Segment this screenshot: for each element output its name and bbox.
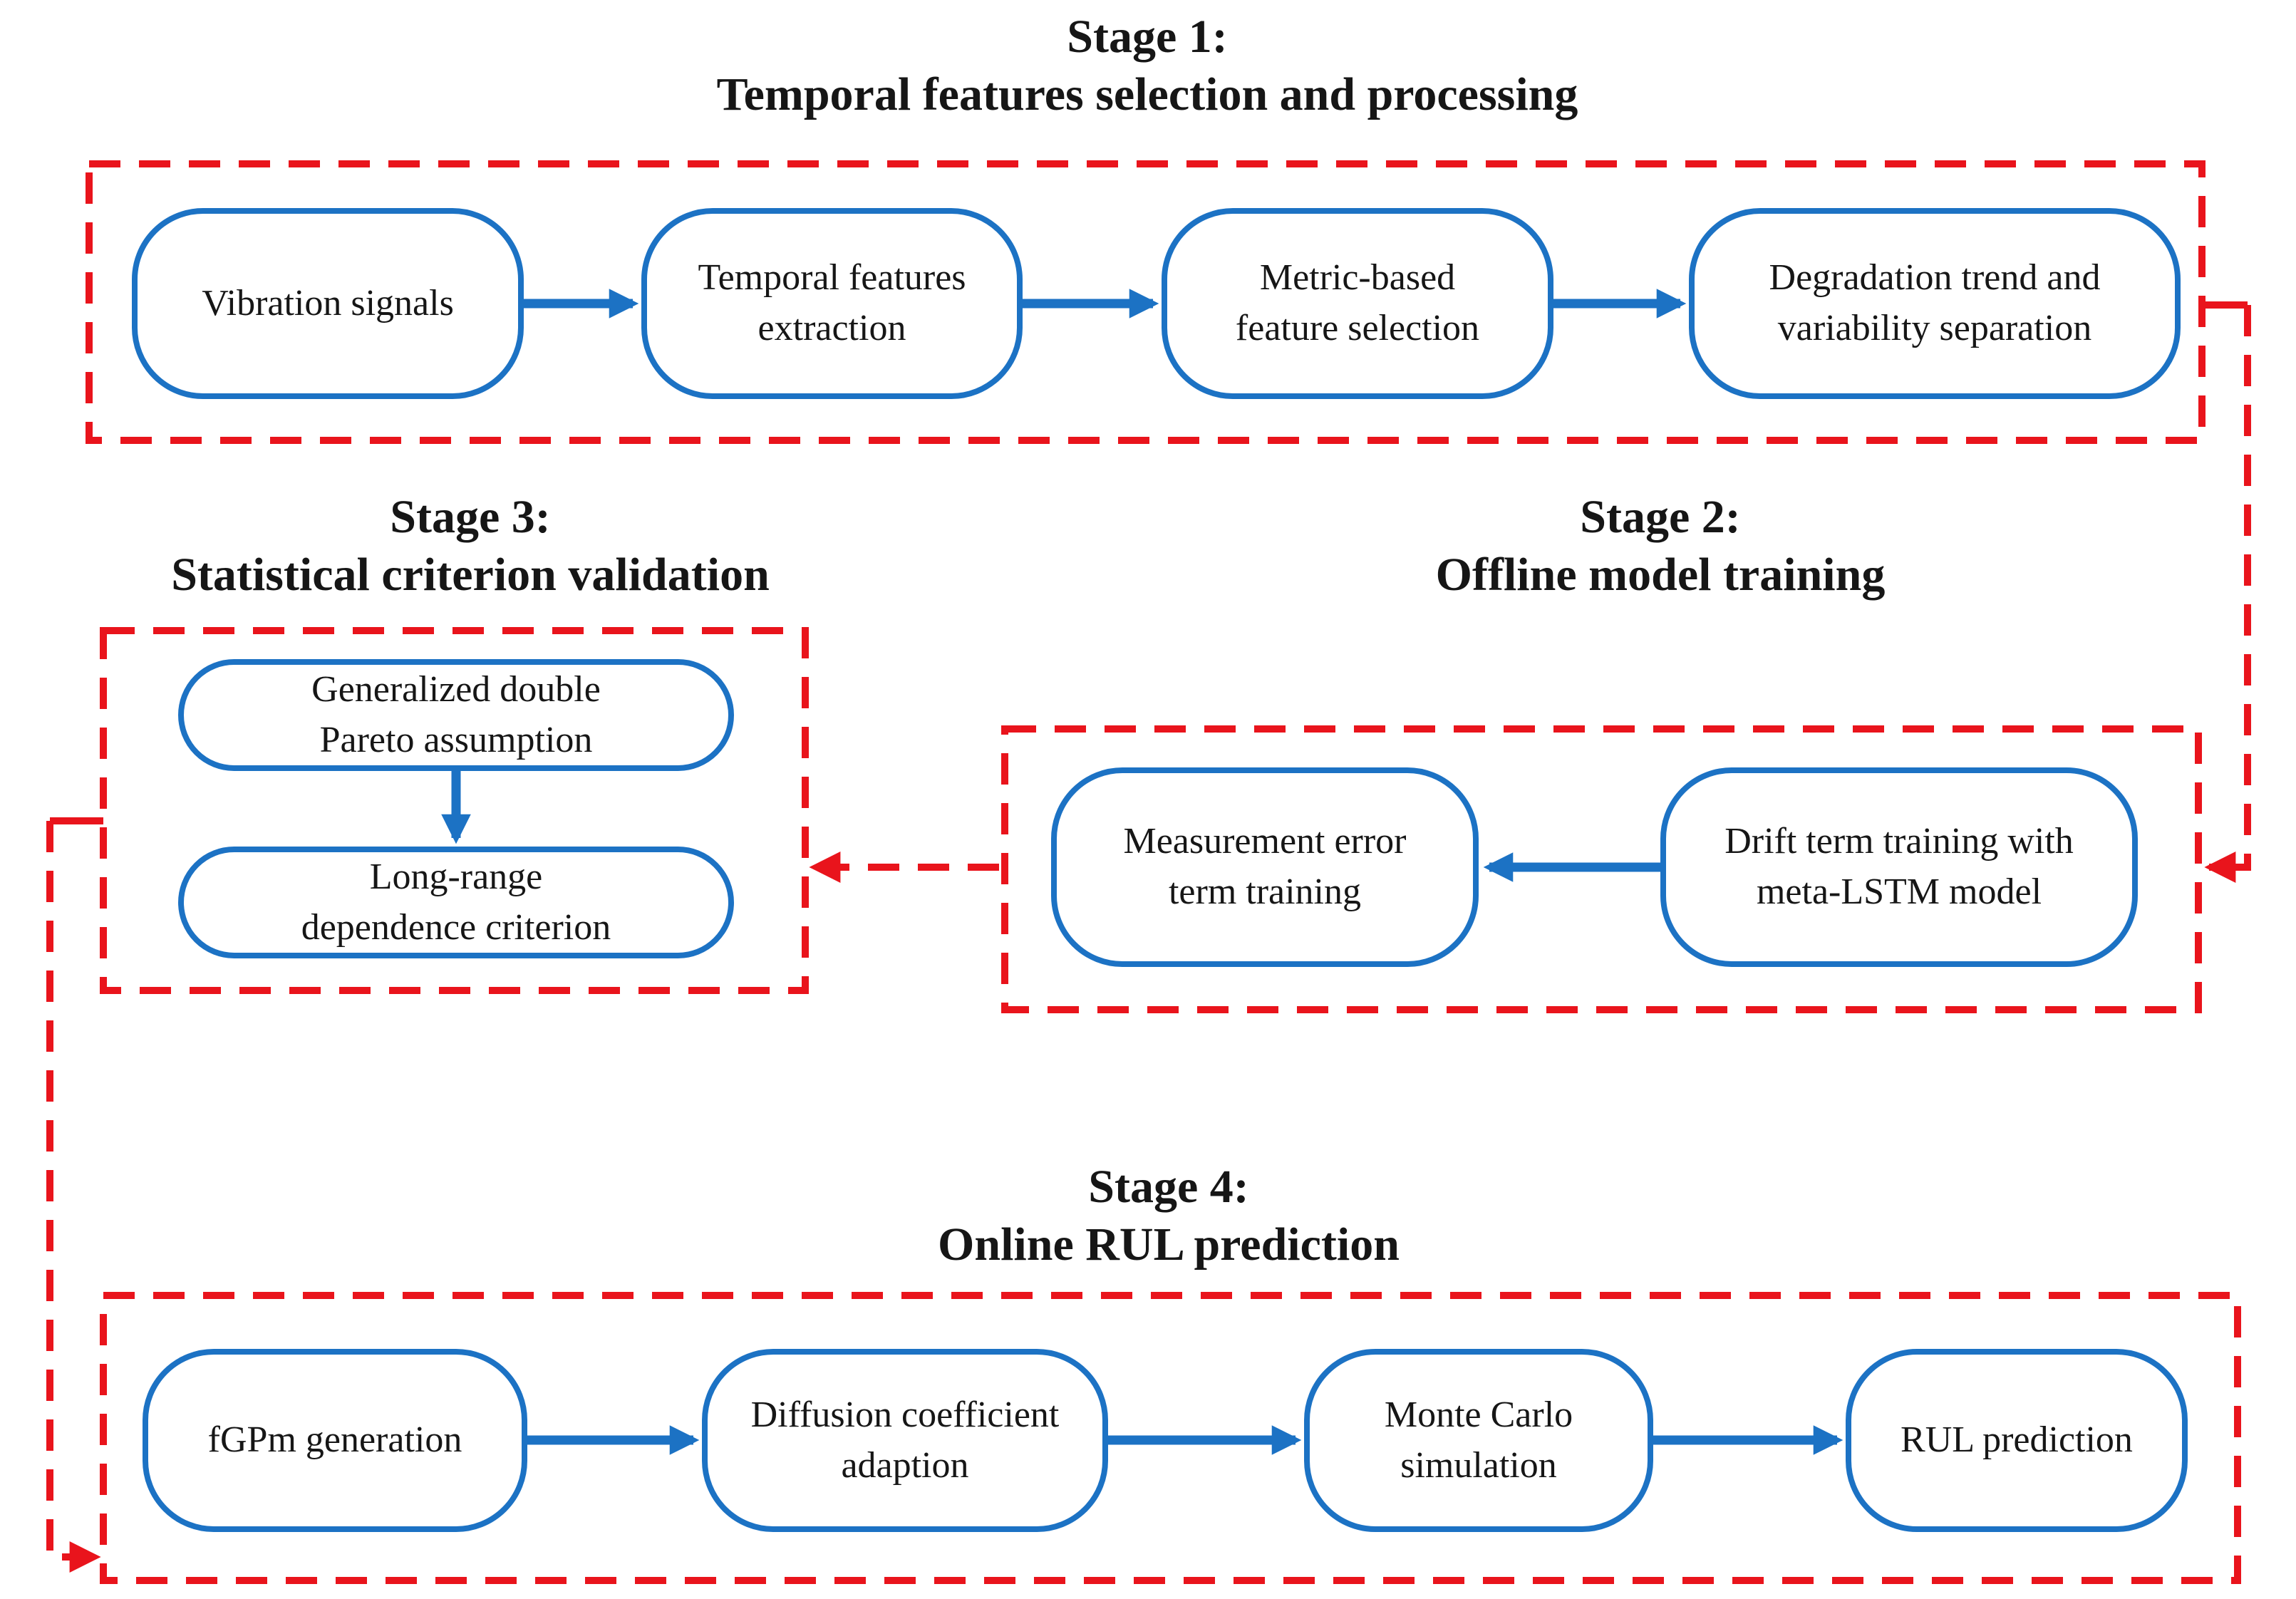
stage2-title: Stage 2: Offline model training <box>1436 489 1886 604</box>
stage3-title-line2: Statistical criterion validation <box>171 548 770 601</box>
node-rul-prediction: RUL prediction <box>1846 1349 2188 1532</box>
connector-stage1-to-stage2 <box>2204 305 2251 884</box>
node-monte-carlo-simulation: Monte Carlo simulation <box>1304 1349 1653 1532</box>
stage4-title-line1: Stage 4: <box>1088 1161 1249 1213</box>
node-metric-based-feature-selection: Metric-based feature selection <box>1162 208 1553 399</box>
stage1-title: Stage 1: Temporal features selection and… <box>717 9 1578 123</box>
stage2-title-line1: Stage 2: <box>1580 491 1741 543</box>
stage3-boundary <box>100 627 809 994</box>
stage3-title: Stage 3: Statistical criterion validatio… <box>171 489 770 604</box>
stage4-boundary <box>100 1292 2241 1584</box>
node-measurement-error-training: Measurement error term training <box>1051 767 1479 967</box>
connector-stage3-to-stage4 <box>46 821 101 1573</box>
stage1-title-line2: Temporal features selection and processi… <box>716 68 1578 120</box>
node-vibration-signals: Vibration signals <box>132 208 524 399</box>
stage4-title: Stage 4: Online RUL prediction <box>938 1159 1400 1273</box>
node-temporal-features-extraction: Temporal features extraction <box>641 208 1023 399</box>
node-diffusion-coefficient: Diffusion coefficient adaption <box>702 1349 1108 1532</box>
node-long-range-dependence: Long-range dependence criterion <box>178 847 734 958</box>
node-degradation-trend-separation: Degradation trend and variability separa… <box>1689 208 2181 399</box>
node-generalized-double-pareto: Generalized double Pareto assumption <box>178 659 734 771</box>
stage1-title-line1: Stage 1: <box>1067 11 1228 63</box>
node-fgpm-generation: fGPm generation <box>143 1349 527 1532</box>
node-drift-term-training: Drift term training with meta-LSTM model <box>1660 767 2138 967</box>
stage4-title-line2: Online RUL prediction <box>938 1218 1400 1271</box>
stage3-title-line1: Stage 3: <box>390 491 551 543</box>
stage2-title-line2: Offline model training <box>1435 548 1886 601</box>
stage2-boundary <box>1001 725 2202 1013</box>
